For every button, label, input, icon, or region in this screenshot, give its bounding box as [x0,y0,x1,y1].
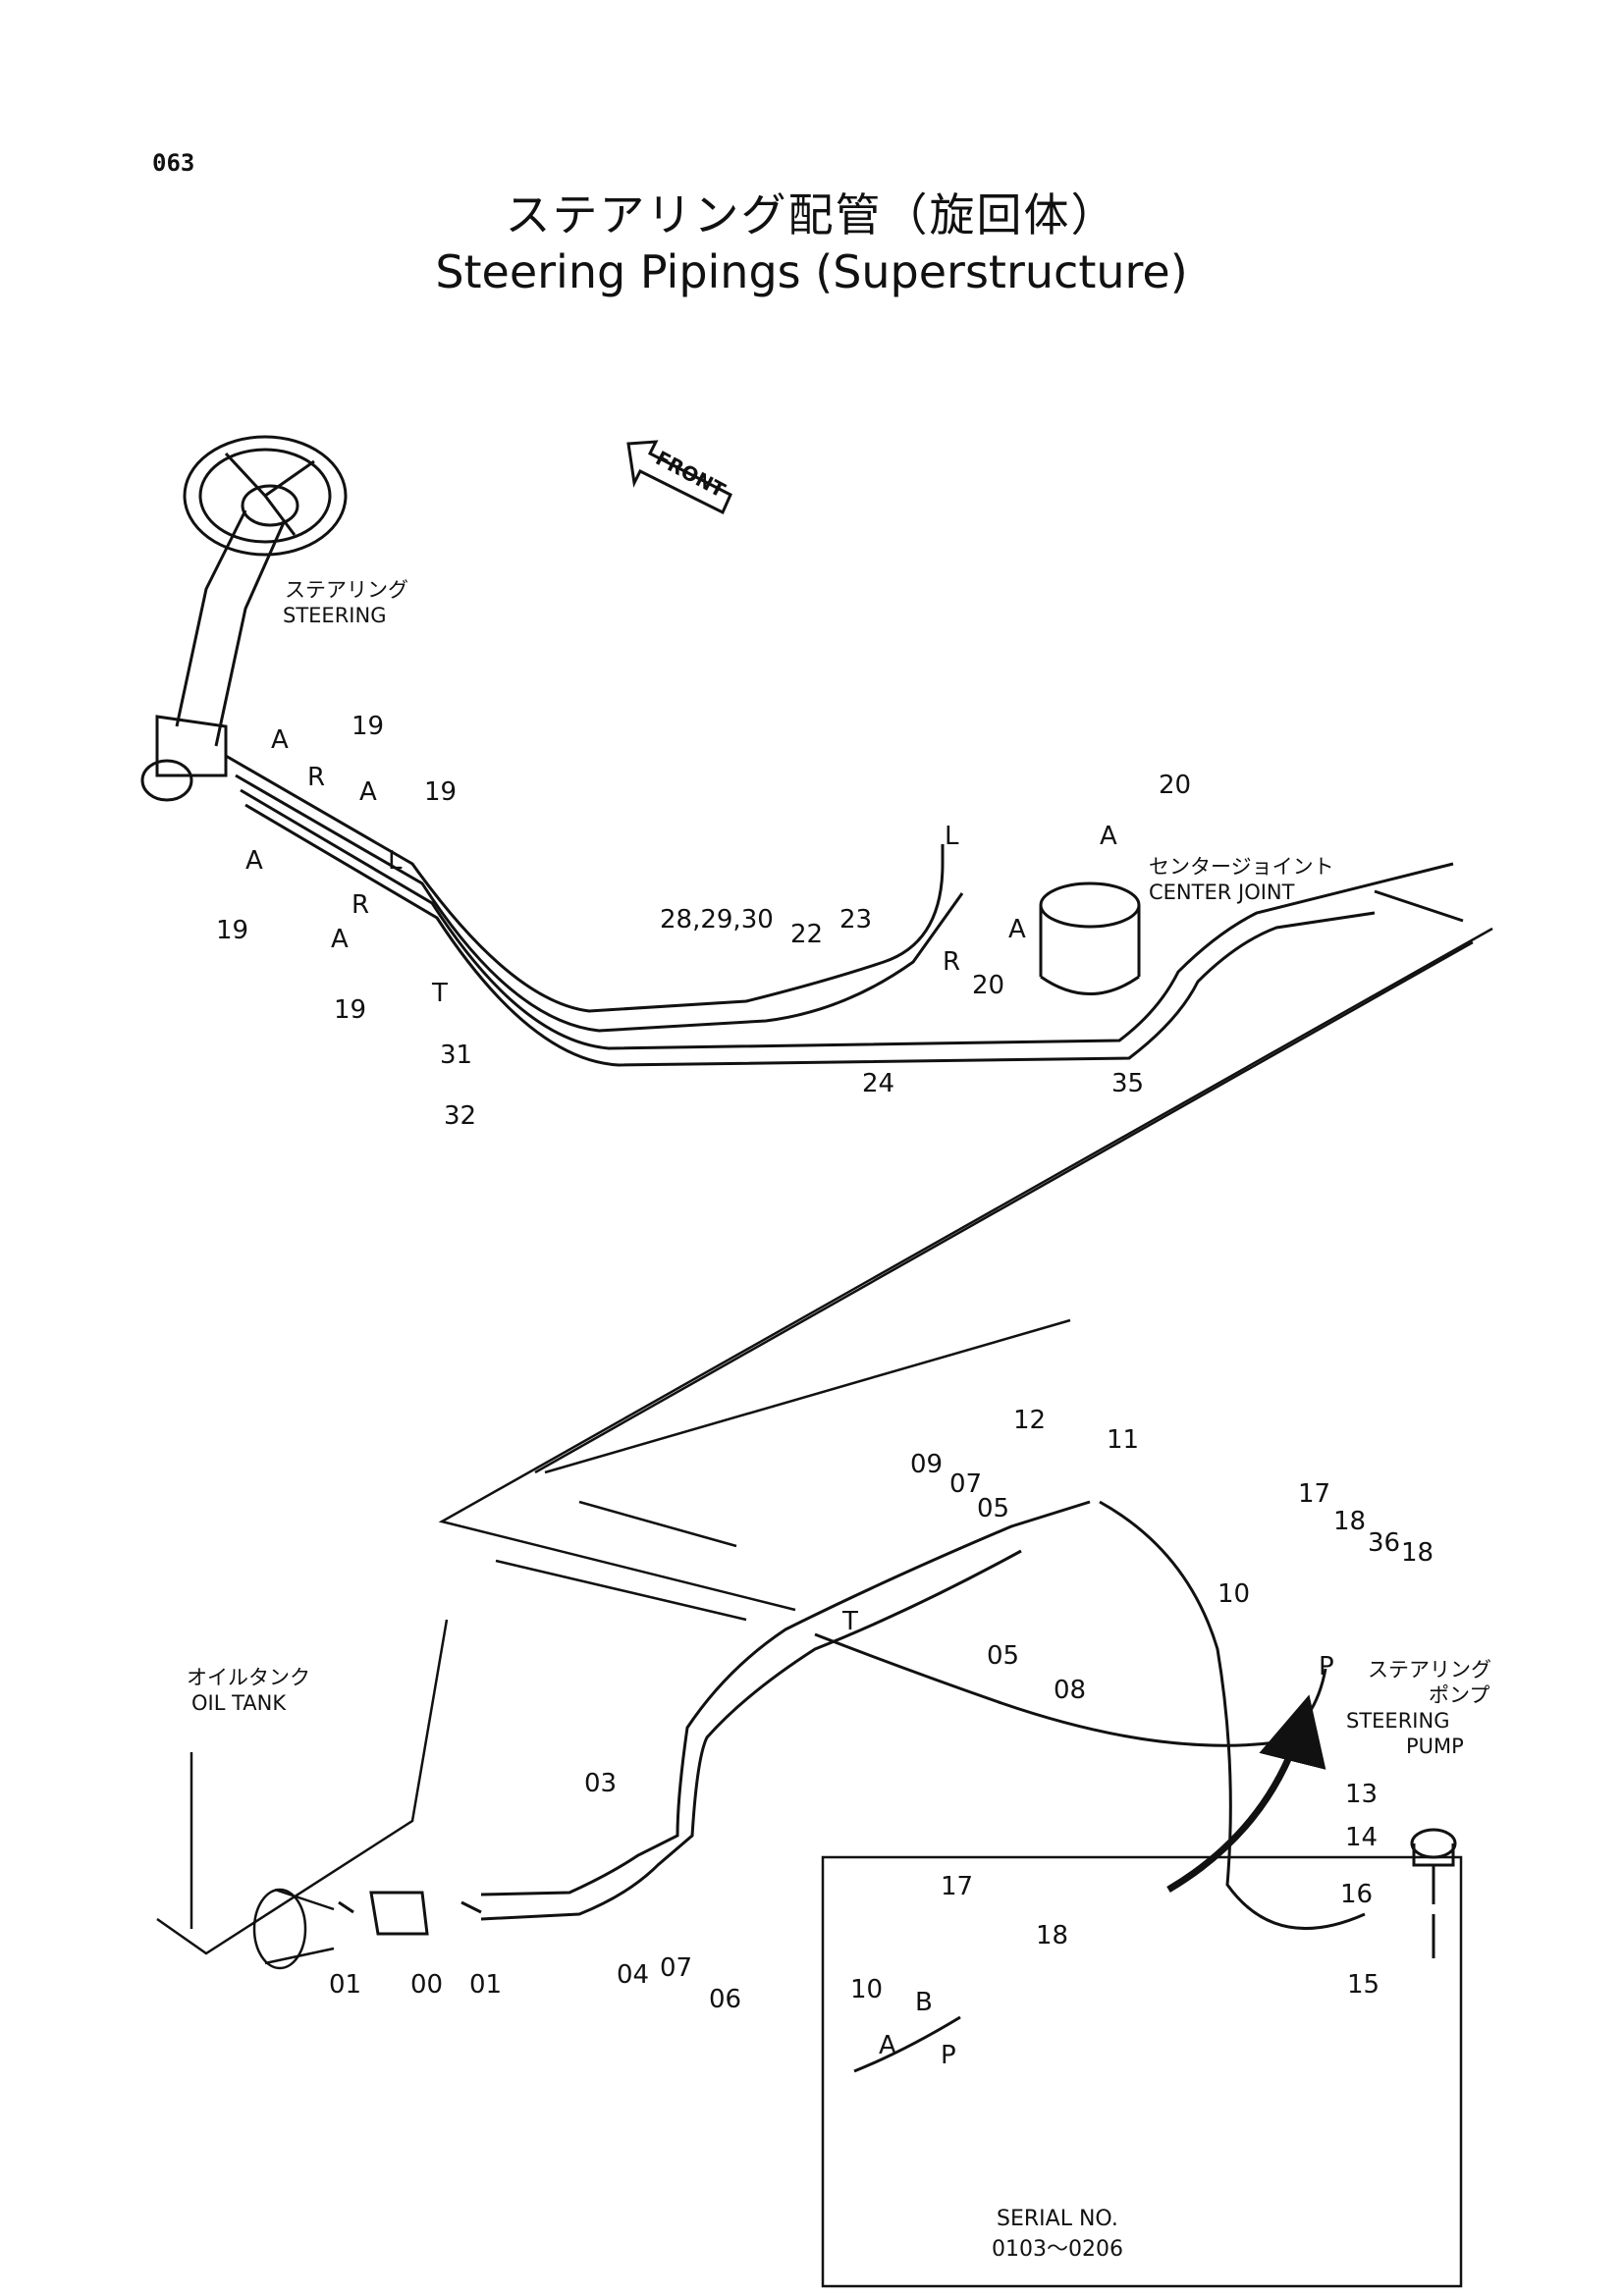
callout-08: 08 [1054,1676,1086,1705]
callout-15: 15 [1347,1970,1380,2000]
callout-A6: A [1008,915,1026,944]
callout-12: 12 [1013,1406,1046,1435]
center-joint-icon [1039,881,1141,995]
callout-03: 03 [584,1769,617,1798]
callout-T2: T [841,1607,858,1636]
callout-20a: 20 [1159,771,1191,800]
callout-19d: 19 [334,995,366,1025]
callout-T1: T [431,979,448,1008]
callout-18a: 18 [1333,1507,1366,1536]
front-arrow-icon: FRONT [626,440,732,515]
steering-pump-label-en1: STEERING [1346,1709,1449,1733]
callout-01b: 01 [469,1970,502,2000]
oil-tank-label-en: OIL TANK [191,1691,287,1715]
callout-17: 17 [1298,1479,1330,1509]
callout-19a: 19 [352,712,384,741]
callout-05a: 05 [977,1494,1009,1523]
callouts: 19 19 19 19 A A A A A A R R R L L T T 20… [216,712,1434,2070]
callout-R3: R [943,947,960,977]
callout-14: 14 [1345,1823,1378,1852]
callout-19b: 19 [424,777,457,807]
callout-16: 16 [1340,1880,1373,1909]
oil-tank-icon [156,1619,449,1970]
page-title-en: Steering Pipings (Superstructure) [435,245,1188,298]
callout-01a: 01 [329,1970,361,2000]
callout-A5: A [1100,822,1117,851]
callout-L1: L [388,846,403,876]
callout-A3: A [245,846,263,876]
steering-pump-label-jp1: ステアリング [1368,1658,1491,1682]
callout-31: 31 [440,1041,472,1070]
callout-20b: 20 [972,971,1004,1000]
callout-L2: L [945,822,959,851]
callout-13: 13 [1345,1780,1378,1809]
steering-pump-icon [1410,1828,1457,1958]
inset-callout-18: 18 [1036,1921,1068,1950]
callout-07b: 07 [660,1953,692,1983]
center-joint-label-en: CENTER JOINT [1149,881,1295,904]
serial-label: SERIAL NO. [997,2207,1118,2231]
inset-callout-B: B [915,1988,933,2017]
callout-36: 36 [1368,1528,1400,1558]
center-joint-label-jp: センタージョイント [1149,855,1334,879]
oil-tank-label-jp: オイルタンク [187,1666,310,1689]
callout-23: 23 [839,905,872,934]
callout-P: P [1319,1652,1334,1682]
callout-06: 06 [709,1985,741,2014]
steering-wheel-icon [140,435,348,802]
pump-direction-arrow-icon [1166,1694,1326,1894]
callout-R2: R [352,890,369,920]
steering-pump-label-en2: PUMP [1406,1735,1464,1758]
suction-pipes [338,1500,1366,1936]
callout-05b: 05 [987,1641,1019,1671]
callout-35: 35 [1111,1069,1144,1098]
inset-callout-17: 17 [941,1872,973,1901]
steering-pump-label-jp2: ポンプ [1429,1683,1489,1707]
callout-18b: 18 [1401,1538,1434,1568]
front-label: FRONT [652,446,730,502]
inset-callout-P: P [941,2041,956,2070]
callout-22: 22 [790,920,823,949]
page-number: 063 [152,149,195,177]
callout-19c: 19 [216,916,248,945]
inset-callout-A: A [879,2031,896,2060]
callout-24: 24 [862,1069,894,1098]
serial-range: 0103～0206 [992,2237,1123,2262]
steering-label-jp: ステアリング [285,578,408,602]
callout-A2: A [359,777,377,807]
callout-10: 10 [1217,1579,1250,1609]
callout-11: 11 [1107,1425,1139,1455]
callout-A4: A [331,925,349,954]
callout-28: 28,29,30 [660,905,774,934]
callout-07a: 07 [949,1469,982,1499]
serial-inset-box [821,1855,1463,2288]
callout-00: 00 [410,1970,443,2000]
upper-pipes [225,754,1454,1067]
steering-label-en: STEERING [283,604,386,627]
callout-09: 09 [910,1450,943,1479]
page-title-jp: ステアリング配管（旋回体） [505,188,1118,241]
callout-32: 32 [444,1101,476,1131]
callout-04: 04 [617,1960,649,1990]
frame-outline [438,927,1493,1622]
callout-R1: R [307,763,325,792]
inset-callout-10: 10 [850,1975,883,2004]
callout-A1: A [271,725,289,755]
